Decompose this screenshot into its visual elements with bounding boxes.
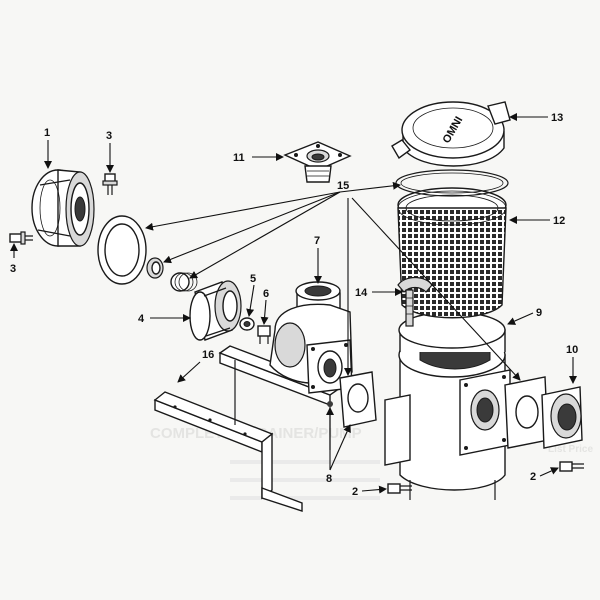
part-12-strainer-basket bbox=[397, 187, 507, 319]
part-15-small-seal bbox=[146, 257, 164, 279]
callout-9: 9 bbox=[536, 307, 542, 319]
part-9-strainer-body bbox=[384, 311, 511, 500]
callout-4: 4 bbox=[138, 313, 145, 325]
leader-lines bbox=[10, 113, 577, 494]
part-2-screw-right bbox=[559, 461, 584, 472]
leader-5 bbox=[246, 284, 255, 317]
part-2-screw-center bbox=[387, 483, 412, 494]
leader-8b bbox=[329, 424, 351, 471]
part-3-screw-left bbox=[9, 231, 33, 245]
callout-15: 15 bbox=[337, 180, 349, 192]
part-11-top-flange bbox=[283, 141, 352, 183]
leader-6 bbox=[260, 299, 269, 325]
background-rule bbox=[230, 460, 380, 464]
callout-1: 1 bbox=[44, 127, 50, 139]
background-rule bbox=[230, 478, 380, 482]
leader-15-outlet bbox=[351, 197, 521, 381]
leader-15-gasket bbox=[145, 191, 341, 231]
callout-11: 11 bbox=[233, 152, 245, 164]
leader-15-spring bbox=[189, 191, 341, 279]
callout-13: 13 bbox=[551, 112, 563, 124]
callout-7: 7 bbox=[314, 235, 320, 247]
callout-numbers: 1 3 3 4 5 6 7 8 9 10 11 12 13 14 15 16 2… bbox=[10, 112, 578, 498]
callout-2-center: 2 bbox=[352, 486, 358, 498]
callout-14: 14 bbox=[355, 287, 368, 299]
background-column-label: List Price bbox=[548, 444, 593, 455]
part-10-outlet-flange bbox=[504, 376, 583, 449]
part-14-basket-handle bbox=[397, 276, 433, 327]
leader-2-right bbox=[539, 467, 559, 477]
part-15-spring-seal bbox=[170, 272, 198, 292]
leader-9 bbox=[507, 312, 534, 325]
background-rule bbox=[230, 496, 380, 500]
callout-5: 5 bbox=[250, 273, 256, 285]
leader-15-lid-oring bbox=[339, 181, 401, 193]
part-15-gasket-ring bbox=[97, 215, 147, 285]
callout-3-left: 3 bbox=[10, 263, 16, 275]
callout-6: 6 bbox=[263, 288, 269, 300]
callout-8: 8 bbox=[326, 473, 332, 485]
part-4-union-fitting bbox=[189, 280, 242, 341]
callout-12: 12 bbox=[553, 215, 565, 227]
callout-3-top: 3 bbox=[106, 130, 112, 142]
callout-16: 16 bbox=[202, 349, 214, 361]
part-5-washer bbox=[239, 317, 255, 331]
leader-16 bbox=[177, 361, 201, 383]
part-13-strainer-lid: OMNI bbox=[391, 101, 511, 167]
part-6-bolt bbox=[257, 325, 271, 344]
part-8-flange-gasket bbox=[327, 371, 377, 428]
part-3-screw-top bbox=[102, 173, 118, 195]
leader-2-center bbox=[361, 485, 387, 494]
callout-2-right: 2 bbox=[530, 471, 536, 483]
part-1-motor-adapter bbox=[31, 169, 95, 247]
callout-10: 10 bbox=[566, 344, 578, 356]
leader-15-seal bbox=[163, 191, 341, 264]
